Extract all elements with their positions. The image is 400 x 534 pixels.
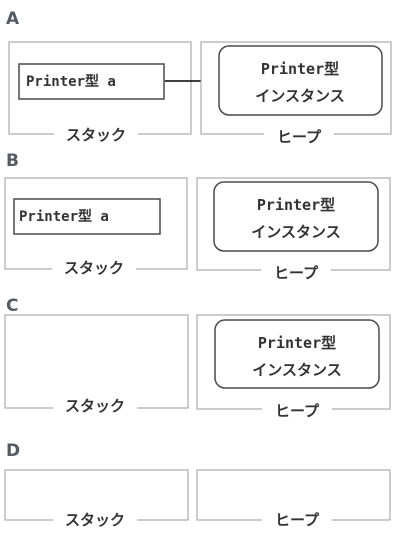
- reference-variable-box: [13, 198, 161, 235]
- stack-area: Printer型 a スタック: [4, 177, 188, 278]
- instance-box: [218, 45, 383, 116]
- heap-area: Printer型 インスタンス ヒープ: [200, 41, 392, 146]
- stack-label: スタック: [66, 126, 126, 144]
- instance-type-label: Printer型: [257, 196, 335, 214]
- panel-d-label: D: [6, 441, 20, 461]
- stack-area: スタック: [4, 314, 189, 416]
- reference-variable-box: [18, 63, 165, 100]
- heap-label: ヒープ: [275, 402, 320, 420]
- heap-label: ヒープ: [274, 264, 319, 282]
- panel-b-label: B: [6, 151, 19, 171]
- heap-area: Printer型 インスタンス ヒープ: [196, 314, 391, 420]
- instance-box: [213, 181, 379, 252]
- instance-type-label: Printer型: [261, 60, 339, 78]
- panel-c: C スタック Printer型 インスタンス ヒープ: [4, 296, 391, 420]
- stack-label: スタック: [64, 259, 124, 277]
- instance-label: インスタンス: [251, 223, 340, 241]
- panel-c-label: C: [6, 296, 18, 316]
- instance-label: インスタンス: [252, 361, 341, 379]
- instance-type-label: Printer型: [258, 334, 336, 352]
- stack-area: Printer型 a スタック: [8, 41, 192, 144]
- panel-a-label: A: [6, 9, 20, 29]
- stack-area: スタック: [4, 469, 189, 529]
- stack-label: スタック: [65, 397, 125, 415]
- heap-label: ヒープ: [277, 128, 322, 146]
- stack-label: スタック: [65, 511, 125, 529]
- panel-d: D スタック ヒープ: [4, 441, 391, 529]
- instance-label: インスタンス: [255, 87, 344, 105]
- heap-area: ヒープ: [196, 469, 391, 529]
- panel-a: A Printer型 a スタック Printer型 インスタンス ヒープ: [6, 9, 392, 146]
- heap-label: ヒープ: [275, 511, 320, 529]
- reference-variable-label: Printer型 a: [19, 208, 109, 225]
- reference-variable-label: Printer型 a: [26, 73, 116, 90]
- instance-box: [214, 319, 380, 389]
- panel-b: B Printer型 a スタック Printer型 インスタンス ヒープ: [4, 151, 391, 282]
- heap-area: Printer型 インスタンス ヒープ: [196, 177, 391, 282]
